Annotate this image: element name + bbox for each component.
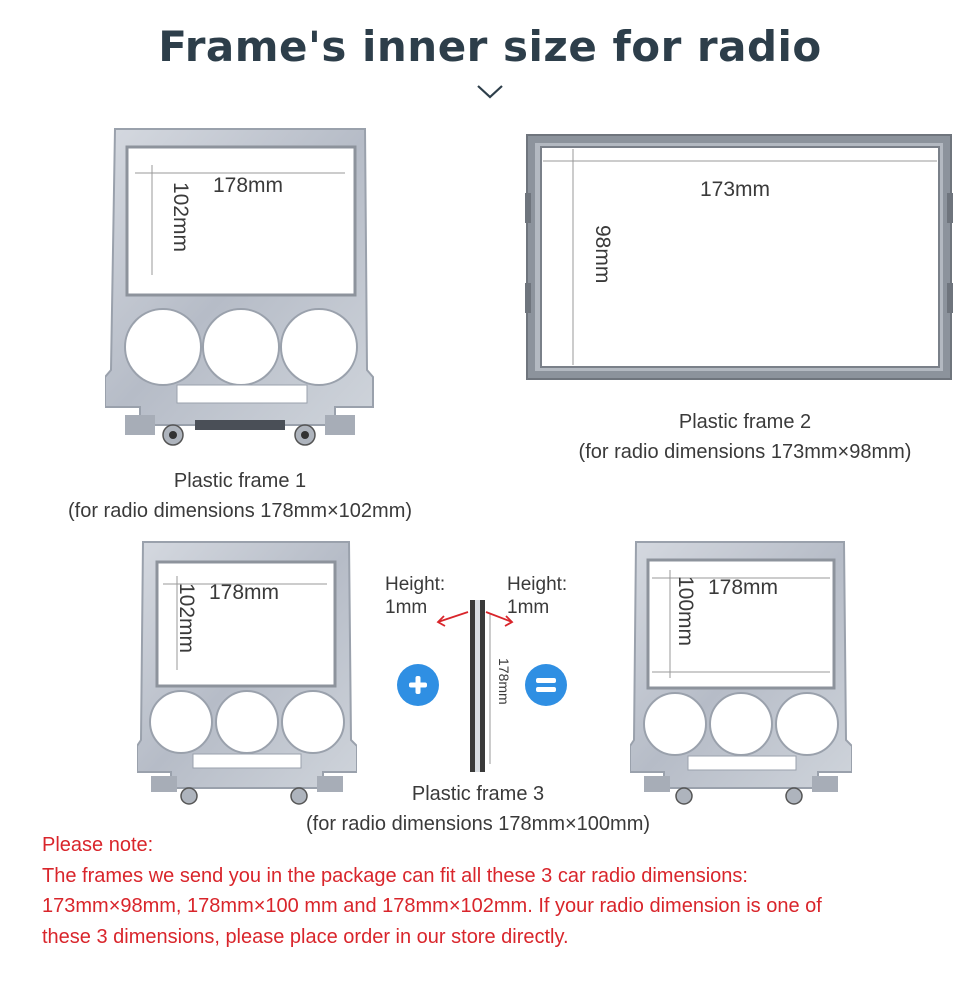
frame3-left-illustration [136,540,358,805]
plus-icon [409,676,427,694]
spacer-height-left-label: Height: [385,574,446,595]
frame2-name: Plastic frame 2 [678,411,812,433]
frame3-right-width-label: 178mm [708,576,779,599]
note-line-3: these 3 dimensions, please place order i… [42,925,569,948]
frame2-illustration [525,133,955,383]
plus-badge [397,664,439,706]
frame3-caption: Plastic frame 3 (for radio dimensions 17… [240,779,716,839]
frame1-caption: Plastic frame 1 (for radio dimensions 17… [20,466,460,526]
note-line-1: The frames we send you in the package ca… [42,864,748,887]
page-title: Frame's inner size for radio [158,22,822,71]
frame1-illustration [104,125,375,455]
spacer-height-right: Height: 1mm [507,573,567,619]
frame3-dims: (for radio dimensions 178mm×100mm) [305,813,651,835]
frame1-width-label: 178mm [213,174,284,197]
frame2-image [525,134,953,380]
frame1-image [104,128,374,446]
chevron-down-icon [477,85,503,99]
spacer-height-right-value: 1mm [507,597,550,618]
note-line-2: 173mm×98mm, 178mm×100 mm and 178mm×102mm… [42,895,822,917]
frame3-right-height-label: 100mm [674,576,697,647]
frame2-width-label: 173mm [700,178,771,201]
frame1-name: Plastic frame 1 [173,470,307,492]
frame2-dims: (for radio dimensions 173mm×98mm) [578,441,912,463]
frame3-right-illustration [629,540,853,805]
spacer-strip-image [436,600,514,772]
spacer-height-left-value: 1mm [385,597,428,618]
spacer-length-label: 178mm [496,658,512,705]
frame3-right-image [629,541,853,805]
frame3-name: Plastic frame 3 [411,783,545,805]
frame3-left-height-label: 102mm [175,583,198,654]
frame2-height-label: 98mm [591,225,614,284]
note-heading: Please note: [42,834,154,856]
frame1-dims: (for radio dimensions 178mm×102mm) [67,500,413,522]
equals-badge [525,664,567,706]
frame1-height-label: 102mm [169,182,192,253]
frame2-caption: Plastic frame 2 (for radio dimensions 17… [530,407,960,467]
frame3-left-image [136,541,358,805]
note-section: Please note: The frames we send you in t… [42,830,962,952]
frame3-left-width-label: 178mm [209,581,280,604]
equals-icon [536,678,556,692]
spacer-height-left: Height: 1mm [385,573,445,619]
spacer-height-right-label: Height: [507,574,568,595]
